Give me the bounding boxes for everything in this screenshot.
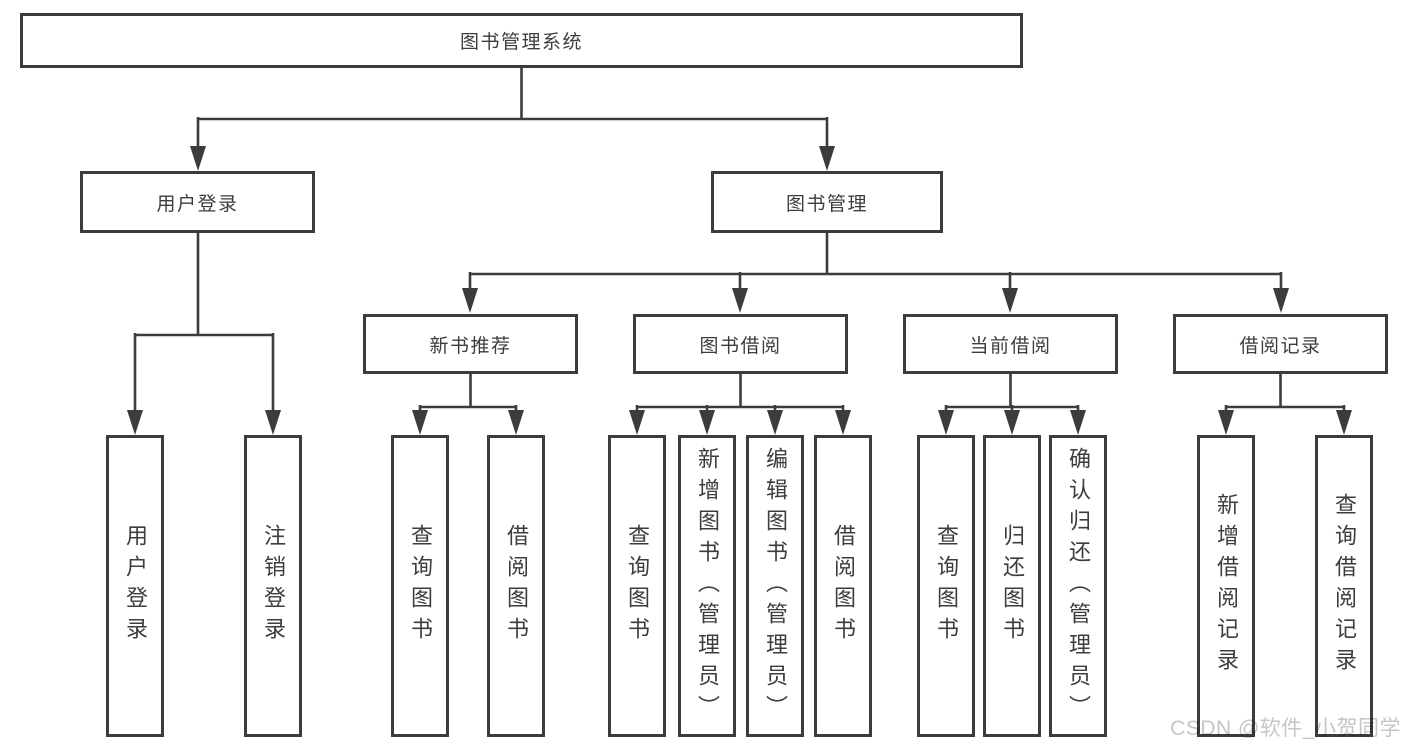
node-user-login-label: 用户登录	[156, 193, 239, 215]
node-book-management-label: 图书管理	[785, 193, 868, 215]
node-edit-book-admin: 编辑图书（管理员）	[746, 435, 804, 737]
node-query-books-recommend-label: 查询图书	[408, 524, 433, 648]
node-logout: 注销登录	[244, 435, 302, 737]
node-borrow-books-recommend: 借阅图书	[487, 435, 545, 737]
node-add-book-admin-label: 新增图书（管理员）	[695, 446, 720, 726]
csdn-watermark: CSDN @软件_小贺同学	[1170, 717, 1401, 740]
node-current-borrow-label: 当前借阅	[969, 335, 1052, 357]
node-query-borrow-record: 查询借阅记录	[1315, 435, 1373, 737]
node-system: 图书管理系统	[20, 13, 1023, 68]
node-return-book: 归还图书	[983, 435, 1041, 737]
node-add-borrow-record-label: 新增借阅记录	[1214, 493, 1239, 679]
node-system-label: 图书管理系统	[459, 32, 583, 53]
node-return-book-label: 归还图书	[1000, 524, 1025, 648]
node-borrow-records: 借阅记录	[1173, 314, 1388, 374]
node-book-borrow: 图书借阅	[633, 314, 848, 374]
node-book-management: 图书管理	[711, 171, 943, 233]
node-user-login: 用户登录	[80, 171, 315, 233]
node-edit-book-admin-label: 编辑图书（管理员）	[763, 446, 788, 726]
node-query-books-borrow-label: 查询图书	[625, 524, 650, 648]
node-confirm-return-admin-label: 确认归还（管理员）	[1066, 446, 1091, 726]
node-current-borrow: 当前借阅	[903, 314, 1118, 374]
node-new-book-recommend: 新书推荐	[363, 314, 578, 374]
node-login-label: 用户登录	[123, 524, 148, 648]
node-book-borrow-label: 图书借阅	[699, 335, 782, 357]
node-confirm-return-admin: 确认归还（管理员）	[1049, 435, 1107, 737]
node-logout-label: 注销登录	[261, 524, 286, 648]
node-query-books-recommend: 查询图书	[391, 435, 449, 737]
node-borrow-books: 借阅图书	[814, 435, 872, 737]
node-borrow-books-label: 借阅图书	[831, 524, 856, 648]
node-add-borrow-record: 新增借阅记录	[1197, 435, 1255, 737]
node-login: 用户登录	[106, 435, 164, 737]
node-borrow-books-recommend-label: 借阅图书	[504, 524, 529, 648]
node-add-book-admin: 新增图书（管理员）	[678, 435, 736, 737]
node-query-books-current: 查询图书	[917, 435, 975, 737]
node-query-books-current-label: 查询图书	[934, 524, 959, 648]
node-borrow-records-label: 借阅记录	[1239, 335, 1322, 357]
node-new-book-recommend-label: 新书推荐	[429, 335, 512, 357]
node-query-books-borrow: 查询图书	[608, 435, 666, 737]
node-query-borrow-record-label: 查询借阅记录	[1332, 493, 1357, 679]
